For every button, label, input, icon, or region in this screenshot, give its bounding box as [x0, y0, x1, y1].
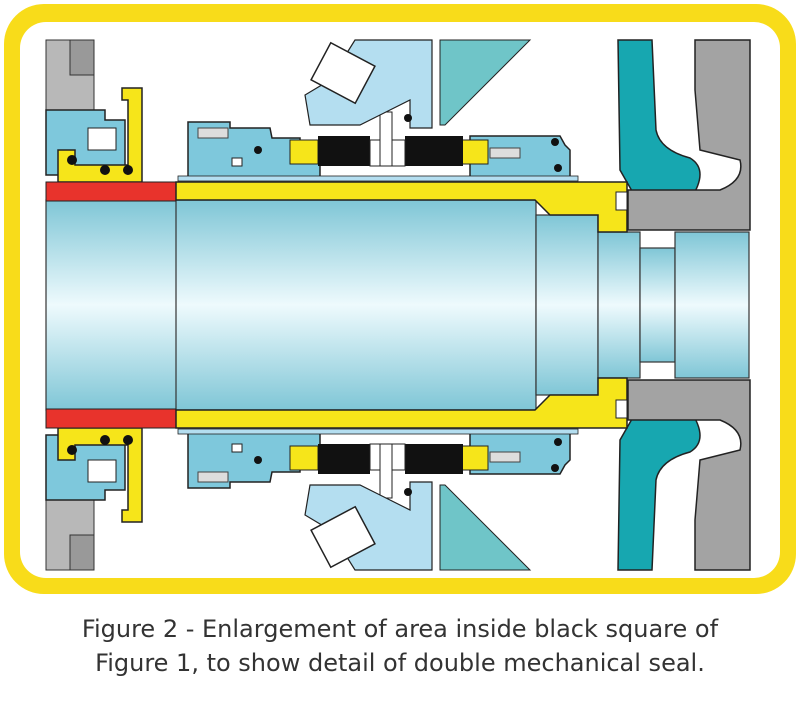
shaft — [45, 199, 750, 411]
caption-line-1: Figure 2 - Enlargement of area inside bl… — [81, 615, 719, 643]
caption-line-2: Figure 1, to show detail of double mecha… — [95, 649, 705, 677]
figure-caption: Figure 2 - Enlargement of area inside bl… — [0, 612, 800, 680]
double-mechanical-seal-diagram — [4, 4, 796, 594]
